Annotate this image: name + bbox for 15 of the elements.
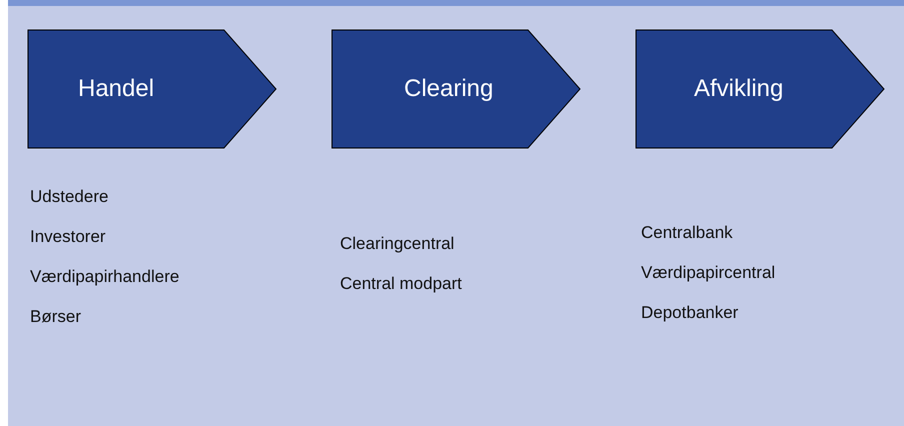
process-chevron <box>28 30 276 148</box>
participant-label: Børser <box>30 306 82 328</box>
participant-label: Værdipapirhandlere <box>30 266 180 288</box>
stage-title: Handel <box>78 74 154 104</box>
stage-title: Afvikling <box>694 74 784 104</box>
participant-label: Centralbank <box>641 222 734 244</box>
stage-title: Clearing <box>404 74 494 104</box>
participant-label: Udstedere <box>30 186 110 208</box>
participant-label: Værdipapircentral <box>641 262 776 284</box>
participant-label: Central modpart <box>340 273 462 295</box>
process-chevron <box>332 30 580 148</box>
participant-label: Depotbanker <box>641 302 740 324</box>
process-chevron <box>636 30 884 148</box>
participant-label: Clearingcentral <box>340 233 456 255</box>
participant-label: Investorer <box>30 226 107 248</box>
